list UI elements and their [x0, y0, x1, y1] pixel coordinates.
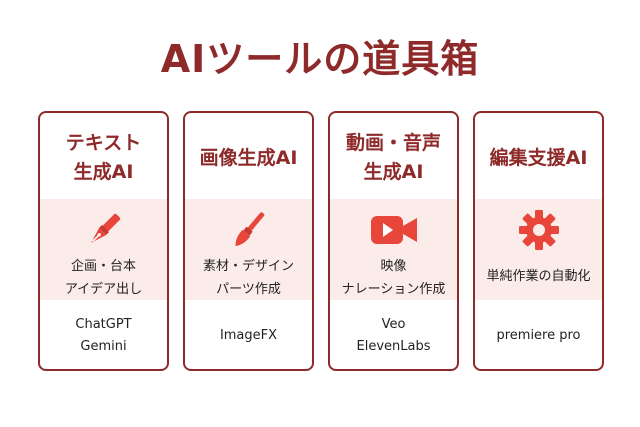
card-title: 編集支援AI	[489, 147, 588, 169]
card-title: テキスト 生成AI	[65, 132, 142, 183]
card-description: 単純作業の自動化	[486, 269, 591, 284]
card-tools: ChatGPT Gemini	[75, 317, 132, 354]
page-title: AIツールの道具箱	[160, 37, 480, 81]
card-description: 企画・台本 アイデア出し	[64, 259, 143, 297]
card-tools: ImageFX	[219, 328, 278, 343]
card-band: 企画・台本 アイデア出し	[40, 199, 167, 300]
video-camera-icon	[370, 216, 417, 244]
card-title: 画像生成AI	[199, 147, 298, 169]
pen-nib-icon	[90, 213, 120, 243]
card-video-audio-ai: 動画・音声 生成AI 映像 ナレーション作成 Veo ElevenLabs	[328, 111, 459, 371]
card-band: 映像 ナレーション作成	[330, 199, 457, 300]
card-tools: premiere pro	[496, 328, 581, 343]
card-tools: Veo ElevenLabs	[356, 317, 431, 354]
card-text-ai: テキスト 生成AI 企画・台本 アイデア出し ChatGPT Gemini	[38, 111, 169, 371]
card-description: 映像 ナレーション作成	[341, 259, 446, 297]
gear-icon	[518, 210, 559, 250]
card-image-ai: 画像生成AI 素材・デザイン パーツ作成 ImageFX	[183, 111, 314, 371]
card-band: 単純作業の自動化	[475, 199, 602, 300]
card-title: 動画・音声 生成AI	[345, 132, 441, 183]
paintbrush-icon	[235, 212, 264, 247]
card-description: 素材・デザイン パーツ作成	[202, 259, 294, 297]
card-band: 素材・デザイン パーツ作成	[185, 199, 312, 300]
card-editing-ai: 編集支援AI	[473, 111, 604, 371]
